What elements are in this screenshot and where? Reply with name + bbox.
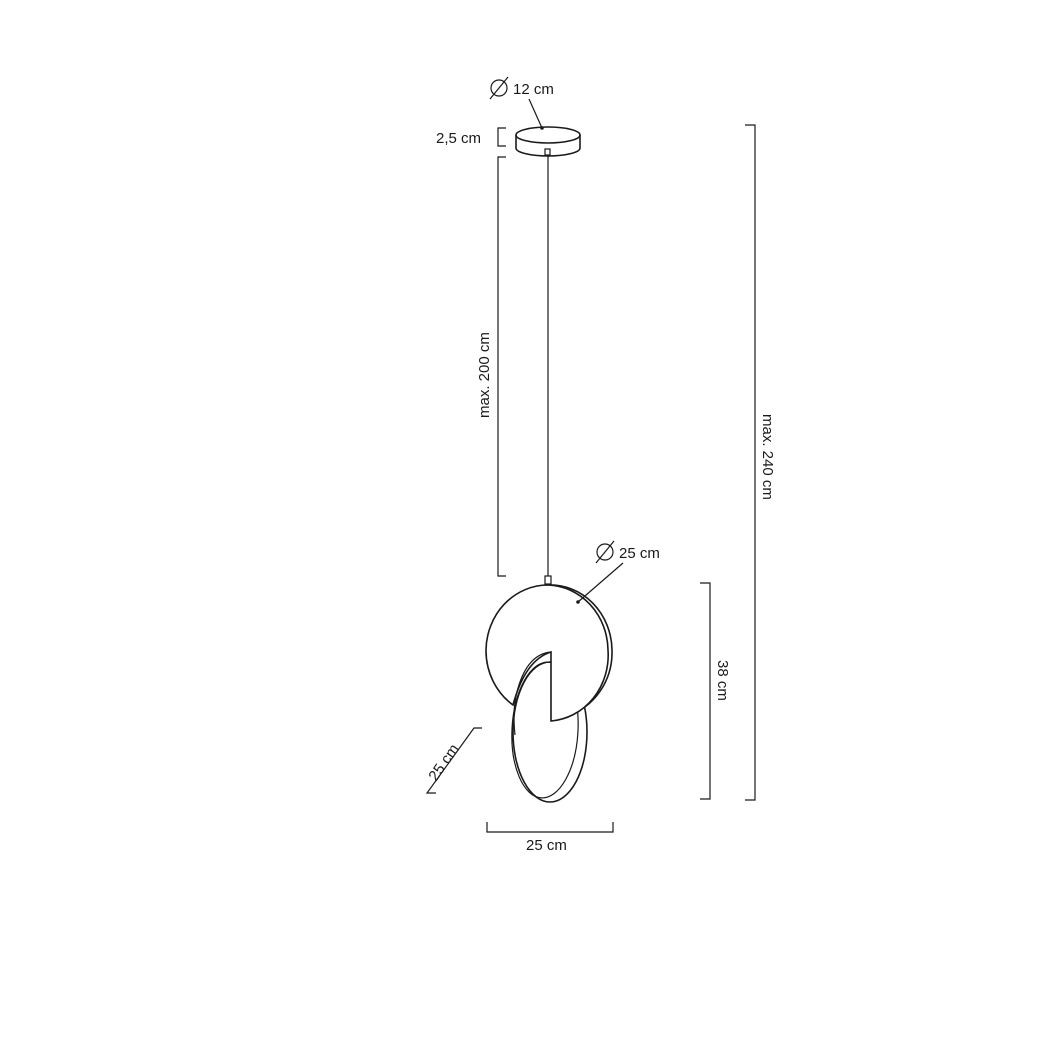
shade-depth-dimension: 25 cm xyxy=(425,727,482,794)
shade-diameter-label: 25 cm xyxy=(619,545,660,562)
total-height-label: max. 240 cm xyxy=(759,414,776,500)
canopy-height-dimension: 2,5 cm xyxy=(436,127,506,147)
shade-diameter-dimension: 25 cm xyxy=(577,540,660,603)
shade-height-label: 38 cm xyxy=(714,660,731,701)
shade-width-dimension: 25 cm xyxy=(486,822,614,854)
shade-width-label: 25 cm xyxy=(526,837,567,854)
shade-height-dimension: 38 cm xyxy=(700,582,731,800)
cable-length-label: max. 200 cm xyxy=(476,332,493,418)
canopy-diameter-dimension: 12 cm xyxy=(489,76,554,129)
total-height-dimension: max. 240 cm xyxy=(745,124,776,801)
canopy-diameter-label: 12 cm xyxy=(513,81,554,98)
cable-length-dimension: max. 200 cm xyxy=(476,156,506,577)
shade-depth-label: 25 cm xyxy=(425,741,462,784)
canopy-height-label: 2,5 cm xyxy=(436,130,481,147)
canopy xyxy=(515,126,581,157)
shade xyxy=(485,575,613,803)
